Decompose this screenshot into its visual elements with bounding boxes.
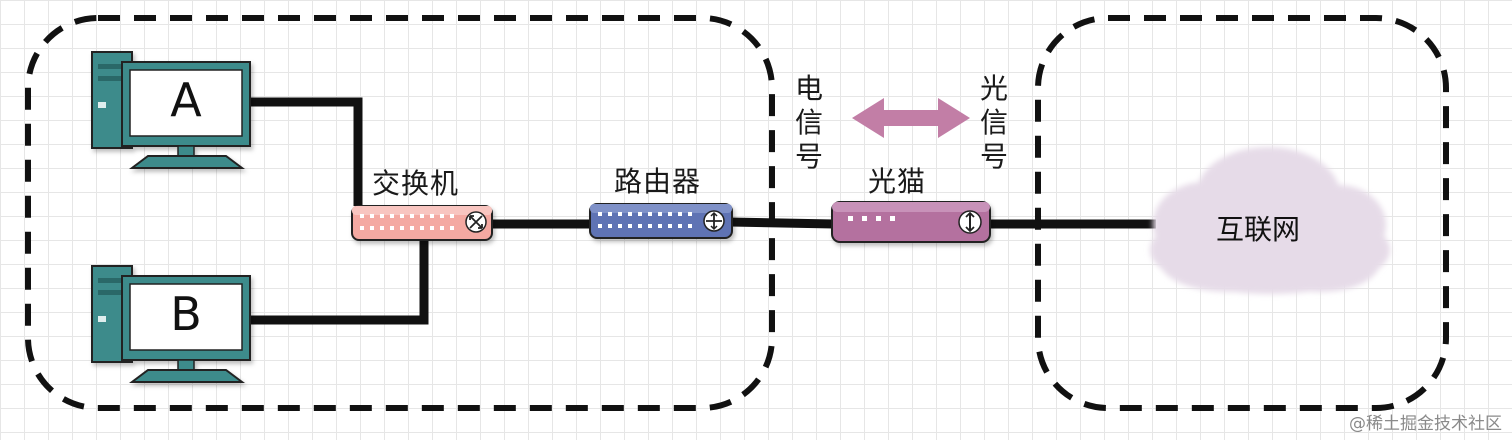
cable-a-to-switch bbox=[248, 97, 363, 206]
modem-device[interactable] bbox=[831, 201, 991, 243]
switch-device[interactable] bbox=[351, 205, 493, 241]
signal-conversion-arrow bbox=[852, 98, 970, 138]
computer-a[interactable] bbox=[91, 51, 251, 169]
computer-a-label: A bbox=[170, 73, 202, 127]
modem-lights bbox=[848, 216, 895, 221]
internet-zone bbox=[1035, 15, 1449, 411]
modem-label: 光猫 bbox=[868, 165, 927, 198]
lan-zone bbox=[25, 15, 775, 411]
switch-label: 交换机 bbox=[372, 167, 460, 200]
cable-router-to-modem bbox=[729, 217, 835, 229]
router-label: 路由器 bbox=[614, 165, 702, 198]
cable-b-to-switch bbox=[248, 236, 429, 325]
electrical-signal-char: 号 bbox=[794, 140, 823, 173]
watermark: @稀土掘金技术社区 bbox=[1349, 414, 1502, 434]
electrical-signal-label: 电 信 号 bbox=[789, 72, 829, 174]
screen-b bbox=[129, 283, 243, 351]
electrical-signal-char: 电 bbox=[794, 72, 823, 105]
keyboard-a bbox=[129, 155, 245, 169]
screen-a bbox=[129, 69, 243, 137]
keyboard-b bbox=[129, 369, 245, 383]
router-device[interactable] bbox=[589, 203, 733, 239]
internet-label: 互联网 bbox=[1216, 213, 1301, 246]
computer-b[interactable] bbox=[91, 265, 251, 383]
optical-signal-label: 光 信 号 bbox=[974, 72, 1014, 174]
computer-b-label: B bbox=[170, 287, 202, 341]
cables bbox=[248, 97, 1156, 325]
optical-signal-char: 光 bbox=[979, 72, 1008, 105]
optical-signal-char: 信 bbox=[979, 106, 1008, 139]
router-ports bbox=[598, 212, 692, 228]
switch-ports bbox=[360, 214, 454, 230]
optical-signal-char: 号 bbox=[979, 140, 1008, 173]
electrical-signal-char: 信 bbox=[794, 106, 823, 139]
internet-cloud bbox=[1150, 147, 1390, 294]
